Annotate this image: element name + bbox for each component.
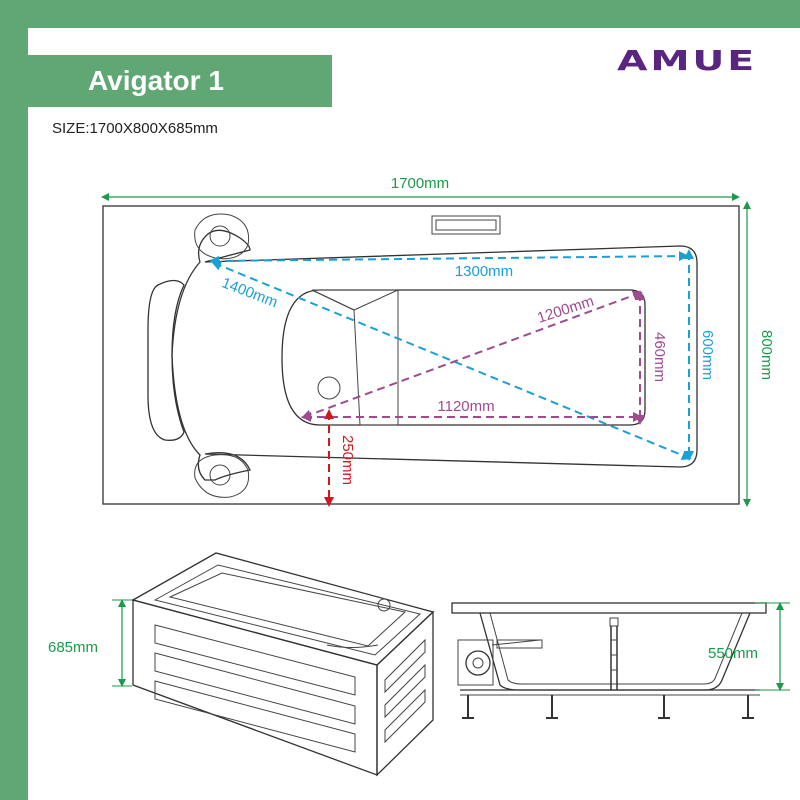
jet-bottom (194, 454, 250, 498)
dim-inner-diagonal: 1400mm (211, 261, 692, 460)
dim-inner-depth: 550mm (708, 602, 784, 691)
perspective-view: 685mm (48, 552, 435, 777)
dim-overall-height: 685mm (48, 599, 126, 687)
label-floor-diagonal: 1200mm (535, 293, 596, 327)
tub-opening (168, 572, 407, 647)
label-overall-width: 800mm (758, 330, 775, 380)
dim-floor-length: 1120mm (301, 398, 643, 422)
headrest (147, 279, 185, 441)
drain-pipe (609, 617, 619, 690)
title-banner (28, 55, 332, 107)
label-inner-diagonal: 1400mm (219, 274, 280, 311)
legs (462, 695, 754, 719)
dim-water-depth: 250mm (324, 409, 356, 507)
brand-logo: AMUE (617, 44, 757, 77)
dim-inner-width: 600mm (684, 249, 716, 461)
dim-inner-length: 1300mm (209, 251, 689, 280)
page-title: Avigator 1 (88, 65, 224, 96)
dim-overall-length: 1700mm (101, 175, 740, 201)
backrest-slope (311, 289, 399, 426)
jet-top (194, 213, 250, 260)
label-inner-length: 1300mm (455, 263, 513, 280)
label-inner-width: 600mm (699, 330, 716, 380)
tub-front-panel (132, 599, 378, 776)
frame-top-bar (0, 0, 800, 28)
size-label: SIZE:1700X800X685mm (52, 120, 218, 137)
label-floor-width: 460mm (651, 332, 668, 382)
label-water-depth: 250mm (339, 435, 356, 485)
drain (317, 376, 341, 400)
tub-inner-basin (171, 229, 698, 481)
label-inner-depth: 550mm (708, 645, 758, 662)
section-rim (451, 602, 767, 614)
control-panel-inner (435, 219, 497, 231)
label-overall-length: 1700mm (391, 175, 449, 192)
tub-side-panel (376, 610, 434, 777)
brand-logo-text: AMUE (617, 44, 757, 77)
tub-outer-rim (102, 205, 740, 505)
label-overall-height: 685mm (48, 639, 98, 656)
section-view: 550mm (451, 602, 790, 719)
frame-left-bar (0, 0, 28, 800)
pump (457, 639, 494, 686)
dim-floor-width: 460mm (635, 290, 668, 425)
label-floor-length: 1120mm (437, 398, 494, 415)
control-panel (431, 215, 501, 235)
dim-overall-width: 800mm (743, 201, 775, 507)
top-view: 1700mm 800mm 1300mm 1400mm 600mm 1200mm … (101, 175, 775, 507)
